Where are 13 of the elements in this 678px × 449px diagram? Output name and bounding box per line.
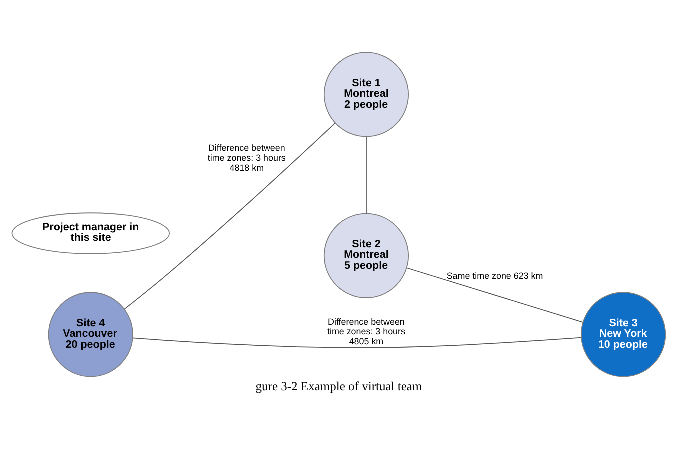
- caption: gure 3-2 Example of virtual team: [256, 378, 422, 393]
- edge-label: Difference between time zones: 3 hours 4805 km: [327, 316, 406, 346]
- node-circle: Site 3 New York 10 people: [581, 292, 666, 377]
- connector: [406, 267, 584, 322]
- connector: [132, 336, 582, 348]
- edge-label: Same time zone 623 km: [446, 270, 544, 281]
- connector: [366, 136, 367, 214]
- edge-label: Difference between time zones: 3 hours 4818 km: [208, 142, 286, 172]
- node-ellipse: Project manager in this site: [12, 212, 170, 254]
- connector: [124, 122, 336, 310]
- node-circle: Site 1 Montreal 2 people: [324, 52, 410, 137]
- node-circle: Site 4 Vancouver 20 people: [48, 292, 134, 377]
- node-circle: Site 2 Montreal 5 people: [324, 212, 410, 298]
